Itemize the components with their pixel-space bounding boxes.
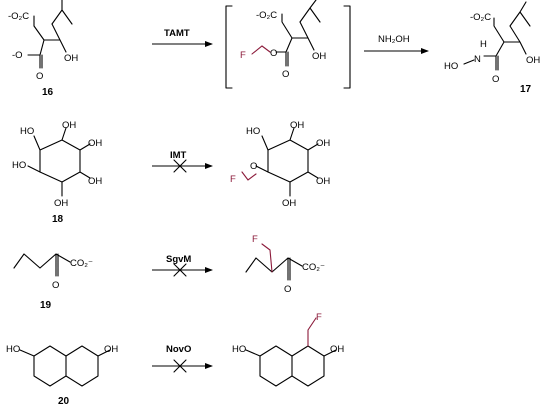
amide-h-label: H xyxy=(480,39,487,50)
compound-number-16: 16 xyxy=(42,87,54,98)
oh-label-p1c: OH xyxy=(316,138,330,149)
ester-o-label: O xyxy=(270,48,277,59)
enzyme-label-novo: NovO xyxy=(166,344,191,355)
fluorine-label-imt: F xyxy=(230,174,236,185)
carboxylate-label: -O₂C xyxy=(8,11,29,22)
compound-number-18: 18 xyxy=(52,214,64,225)
compound-16: -O₂C -O O OH 16 xyxy=(8,0,78,98)
product-hydroxyl: OH xyxy=(526,55,540,66)
oh-label-p4a: HO xyxy=(232,344,246,355)
product-carbonyl-o: O xyxy=(492,74,499,85)
enzyme-label-sgvm: SgvM xyxy=(166,254,191,265)
compound-17: -O₂C H N HO O OH 17 xyxy=(444,1,540,95)
oh-label-20b: OH xyxy=(104,344,118,355)
blocked-mark-imt xyxy=(173,159,187,173)
keto-o-label-sgvm: O xyxy=(284,284,291,295)
oh-label-p1f: OH xyxy=(282,198,296,209)
intermediate-bracket: -O₂C F O O OH xyxy=(225,0,351,89)
compound-18: HO OH OH OH HO OH 18 xyxy=(12,120,102,225)
compound-number-17: 17 xyxy=(520,84,532,95)
oh-label-p1b: OH xyxy=(290,120,304,131)
fluorine-label-novo: F xyxy=(316,312,322,323)
oh-label-18f: OH xyxy=(54,198,68,209)
oxide-label: -O xyxy=(12,50,23,61)
oh-label-p1d: OH xyxy=(316,176,330,187)
amide-n-label: N xyxy=(474,54,481,65)
product-novo: F HO OH xyxy=(232,312,344,387)
oh-label-p4b: OH xyxy=(330,344,344,355)
hydroxylamine-ho-label: HO xyxy=(444,61,458,72)
compound-number-20: 20 xyxy=(58,396,70,407)
compound-20: HO OH 20 xyxy=(6,344,118,407)
keto-o-label-19: O xyxy=(52,280,59,291)
product-imt: HO OH OH OH O F OH xyxy=(230,120,330,209)
oh-label-18a: HO xyxy=(20,126,34,137)
oh-label-18d: OH xyxy=(88,176,102,187)
oh-label-18c: OH xyxy=(88,138,102,149)
product-sgvm: F CO₂⁻ O xyxy=(245,234,325,295)
hydroxyl-label: OH xyxy=(64,53,78,64)
enzyme-label-imt: IMT xyxy=(170,150,187,161)
enzyme-label-tamt: TAMT xyxy=(164,28,190,39)
carbonyl-o-label: O xyxy=(36,71,43,82)
reagent-label-nh2oh: NH₂OH xyxy=(378,34,410,45)
co2-label-19: CO₂⁻ xyxy=(70,258,93,269)
oh-label-18e: HO xyxy=(12,160,26,171)
ether-o-label: O xyxy=(250,161,257,172)
oh-label-p1a: HO xyxy=(246,126,260,137)
blocked-mark-sgvm xyxy=(173,263,187,277)
compound-number-19: 19 xyxy=(40,300,52,311)
compound-19: CO₂⁻ O 19 xyxy=(13,253,93,311)
fluorine-label-sgvm: F xyxy=(252,234,258,245)
product-carboxylate: -O₂C xyxy=(470,12,491,23)
oh-label-20a: HO xyxy=(6,344,20,355)
oh-label-18b: OH xyxy=(62,120,76,131)
intermediate-carboxylate: -O₂C xyxy=(256,10,277,21)
intermediate-hydroxyl: OH xyxy=(312,51,326,62)
fluorine-label-intermediate: F xyxy=(240,50,246,61)
co2-label-sgvm: CO₂⁻ xyxy=(302,262,325,273)
intermediate-carbonyl-o: O xyxy=(282,69,289,80)
blocked-mark-novo xyxy=(173,359,187,373)
